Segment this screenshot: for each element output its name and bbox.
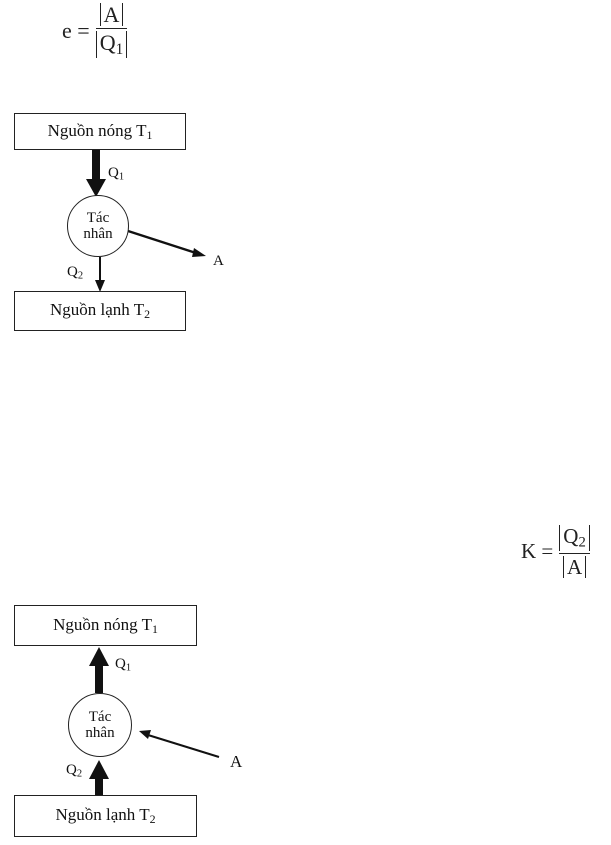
agent-label-line1: Tác <box>89 709 111 726</box>
fraction-bar <box>559 553 590 554</box>
engine-q2-label: Q2 <box>67 264 83 282</box>
engine-work-arrow <box>128 231 206 257</box>
agent-label-line2: nhân <box>85 725 114 742</box>
formula-denominator: Q1 <box>96 31 128 58</box>
formula-numerator: A <box>100 3 124 26</box>
engine-q2-arrow <box>95 257 105 292</box>
engine-efficiency-formula: e = A Q1 <box>62 3 127 58</box>
formula-numerator: Q2 <box>559 525 590 551</box>
engine-cold-source-box: Nguồn lạnh T2 <box>14 291 186 331</box>
fridge-q1-arrow <box>89 647 109 693</box>
fridge-q2-arrow <box>89 760 109 795</box>
cold-source-label: Nguồn lạnh T2 <box>50 300 150 322</box>
hot-source-label: Nguồn nóng T1 <box>48 121 153 143</box>
formula-fraction: Q2 A <box>559 525 590 578</box>
fridge-performance-formula: K = Q2 A <box>521 525 590 578</box>
fridge-q1-label: Q1 <box>115 656 131 674</box>
formula-fraction: A Q1 <box>96 3 128 58</box>
engine-hot-source-box: Nguồn nóng T1 <box>14 113 186 150</box>
engine-agent-node: Tác nhân <box>67 195 129 257</box>
formula-lhs: K = <box>521 539 553 564</box>
hot-source-label: Nguồn nóng T1 <box>53 615 158 637</box>
fridge-cold-source-box: Nguồn lạnh T2 <box>14 795 197 837</box>
fridge-hot-source-box: Nguồn nóng T1 <box>14 605 197 646</box>
formula-lhs: e = <box>62 18 90 44</box>
formula-denominator: A <box>563 556 586 578</box>
fridge-q2-label: Q2 <box>66 762 82 780</box>
agent-label-line1: Tác <box>87 210 109 227</box>
fraction-bar <box>96 28 128 29</box>
agent-label-line2: nhân <box>83 226 112 243</box>
engine-q1-label: Q1 <box>108 165 124 183</box>
fridge-work-label: A <box>230 752 242 772</box>
engine-q1-arrow <box>86 150 106 197</box>
cold-source-label: Nguồn lạnh T2 <box>55 805 155 827</box>
fridge-work-arrow <box>139 730 219 757</box>
engine-work-label: A <box>213 253 224 270</box>
fridge-agent-node: Tác nhân <box>68 693 132 757</box>
